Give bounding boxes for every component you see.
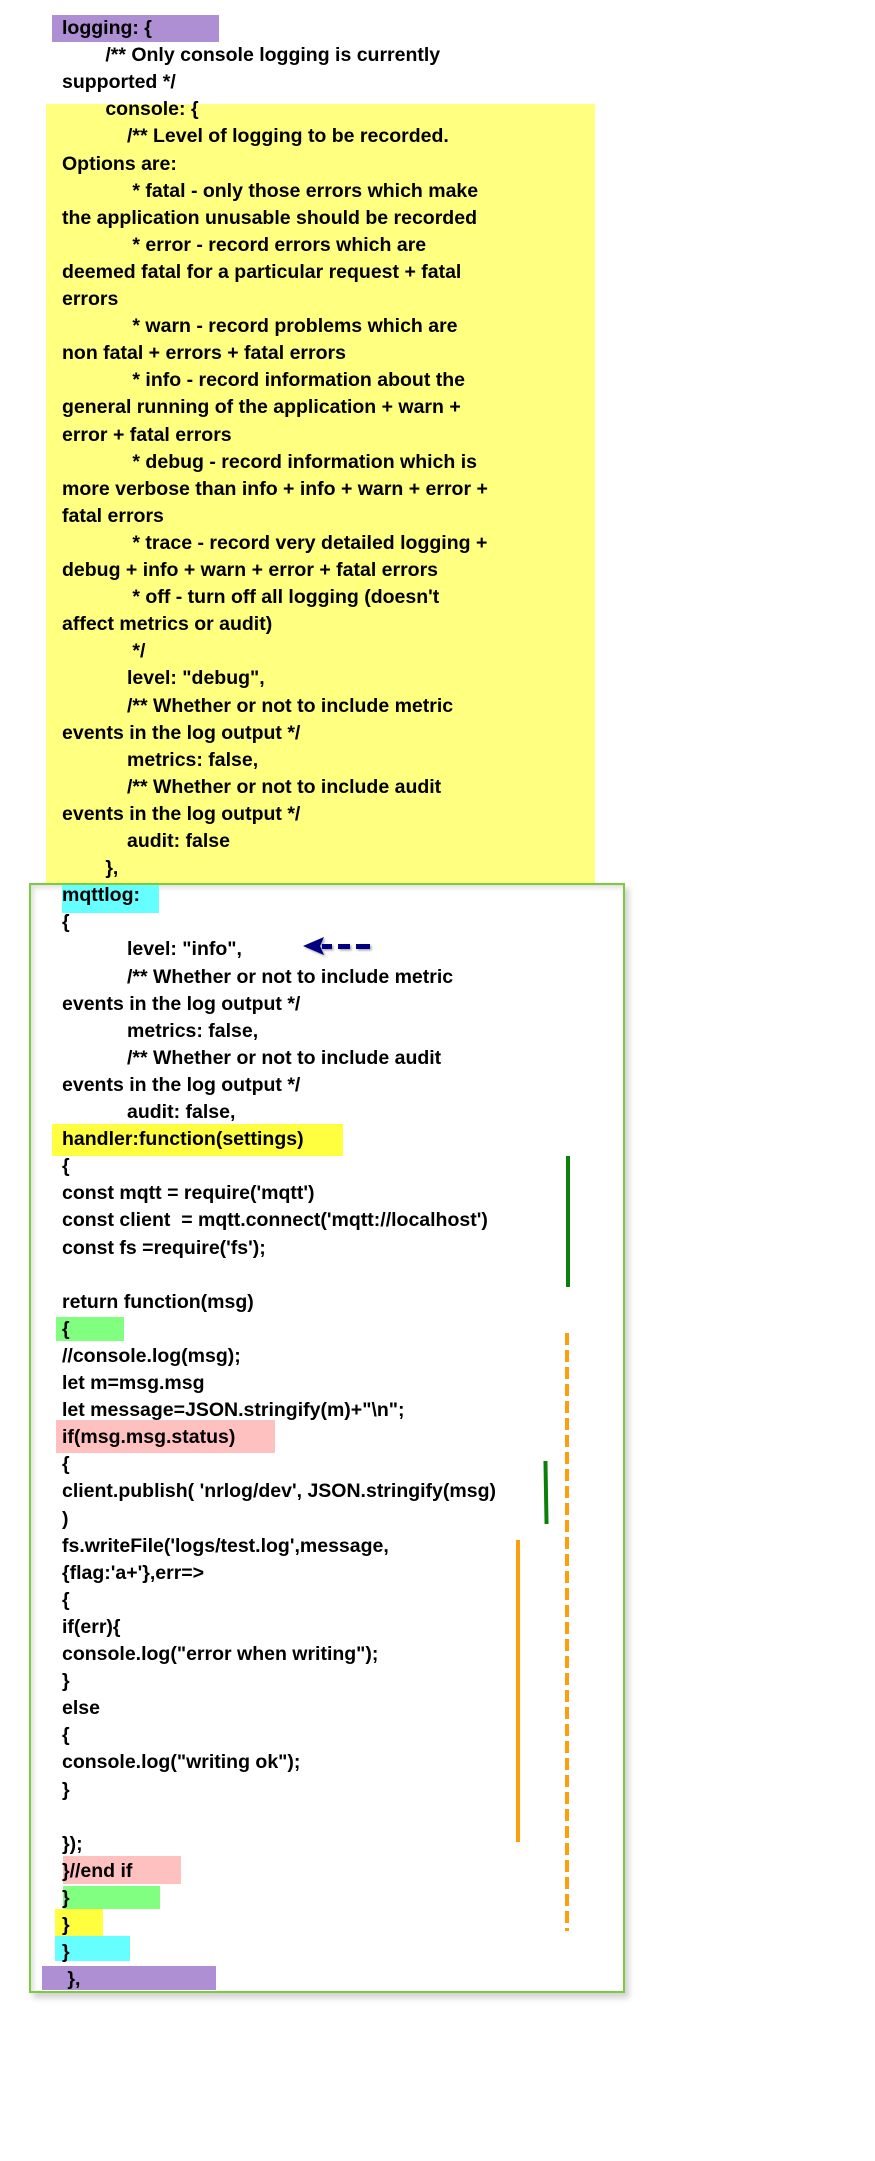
code-line: {	[62, 911, 70, 933]
code-line: /** Only console logging is currently	[62, 44, 441, 66]
code-line: errors	[62, 288, 119, 310]
code-line: }	[62, 1779, 70, 1801]
if-status-highlight	[56, 1420, 275, 1453]
code-line: * fatal - only those errors which make	[62, 180, 479, 202]
code-line: events in the log output */	[62, 1074, 301, 1096]
mqttlog-highlight	[62, 885, 159, 913]
code-line: deemed fatal for a particular request + …	[62, 261, 462, 283]
code-line: const fs =require('fs');	[62, 1237, 266, 1259]
code-line: metrics: false,	[62, 749, 259, 771]
code-line: //console.log(msg);	[62, 1345, 241, 1367]
code-line: fs.writeFile('logs/test.log',message,	[62, 1535, 389, 1557]
code-line: events in the log output */	[62, 722, 301, 744]
code-line: supported */	[62, 71, 176, 93]
code-line: {	[62, 1589, 70, 1611]
code-line: the application unusable should be recor…	[62, 207, 477, 229]
mqttlog-frame	[29, 883, 625, 1993]
handler-highlight	[52, 1124, 343, 1156]
code-line: affect metrics or audit)	[62, 613, 273, 635]
code-line: }	[62, 1914, 70, 1936]
code-line: }	[62, 1887, 70, 1909]
code-line: {	[62, 1724, 70, 1746]
code-line: level: "debug",	[62, 667, 265, 689]
return-function-dashed-line	[565, 1333, 569, 1931]
mqttlog-close-highlight	[55, 1936, 130, 1961]
code-line: events in the log output */	[62, 993, 301, 1015]
handler-close-highlight	[55, 1909, 103, 1938]
code-line: audit: false,	[62, 1101, 236, 1123]
code-line: * debug - record information which is	[62, 451, 477, 473]
return-open-highlight	[56, 1317, 124, 1341]
code-line: {flag:'a+'},err=>	[62, 1562, 205, 1584]
code-line: else	[62, 1697, 100, 1719]
code-line: const mqtt = require('mqtt')	[62, 1182, 315, 1204]
code-line: client.publish( 'nrlog/dev', JSON.string…	[62, 1480, 496, 1502]
code-line: /** Level of logging to be recorded.	[62, 125, 449, 147]
code-line: * warn - record problems which are	[62, 315, 458, 337]
code-line: /** Whether or not to include metric	[62, 966, 454, 988]
dashed-left-arrow-icon	[303, 937, 370, 955]
code-line: */	[62, 640, 146, 662]
code-line: }	[62, 1670, 70, 1692]
code-line: {	[62, 1453, 70, 1475]
logging-open-highlight	[52, 15, 219, 42]
console-block-highlight	[46, 104, 595, 883]
code-line: if(msg.msg.status)	[62, 1426, 236, 1448]
code-line: let m=msg.msg	[62, 1372, 205, 1394]
code-line: handler:function(settings)	[62, 1128, 304, 1150]
code-line: },	[62, 1968, 81, 1990]
code-line: {	[62, 1155, 70, 1177]
code-line: )	[62, 1508, 69, 1530]
code-line: }//end if	[62, 1860, 133, 1882]
code-line: return function(msg)	[62, 1291, 254, 1313]
return-close-highlight	[63, 1886, 160, 1909]
code-line: console.log("writing ok");	[62, 1751, 301, 1773]
code-line: const client = mqtt.connect('mqtt://loca…	[62, 1209, 488, 1231]
writefile-bracket-line	[516, 1540, 520, 1842]
code-line: Options are:	[62, 153, 177, 175]
code-line: metrics: false,	[62, 1020, 259, 1042]
code-line: audit: false	[62, 830, 230, 852]
code-line: * trace - record very detailed logging +	[62, 532, 488, 554]
code-line: general running of the application + war…	[62, 396, 461, 418]
code-line: mqttlog:	[62, 884, 140, 906]
code-line: fatal errors	[62, 505, 164, 527]
code-line: non fatal + errors + fatal errors	[62, 342, 346, 364]
require-bracket-line	[566, 1156, 570, 1287]
code-line: more verbose than info + info + warn + e…	[62, 478, 488, 500]
code-line: * info - record information about the	[62, 369, 466, 391]
code-line: /** Whether or not to include metric	[62, 695, 454, 717]
code-line: let message=JSON.stringify(m)+"\n";	[62, 1399, 405, 1421]
code-line: }	[62, 1941, 70, 1963]
code-line: console: {	[62, 98, 199, 120]
code-line: error + fatal errors	[62, 424, 232, 446]
code-line: * off - turn off all logging (doesn't	[62, 586, 440, 608]
code-line: },	[62, 857, 119, 879]
code-line: });	[62, 1833, 83, 1855]
code-line: /** Whether or not to include audit	[62, 1047, 442, 1069]
logging-close-highlight	[42, 1966, 216, 1990]
code-line: console.log("error when writing");	[62, 1643, 379, 1665]
code-line: debug + info + warn + error + fatal erro…	[62, 559, 439, 581]
code-line: level: "info",	[62, 938, 242, 960]
code-line: {	[62, 1318, 70, 1340]
code-line: /** Whether or not to include audit	[62, 776, 442, 798]
code-line: * error - record errors which are	[62, 234, 427, 256]
code-line: if(err){	[62, 1616, 121, 1638]
end-if-highlight	[63, 1856, 181, 1884]
code-line: logging: {	[62, 17, 152, 39]
code-line: events in the log output */	[62, 803, 301, 825]
